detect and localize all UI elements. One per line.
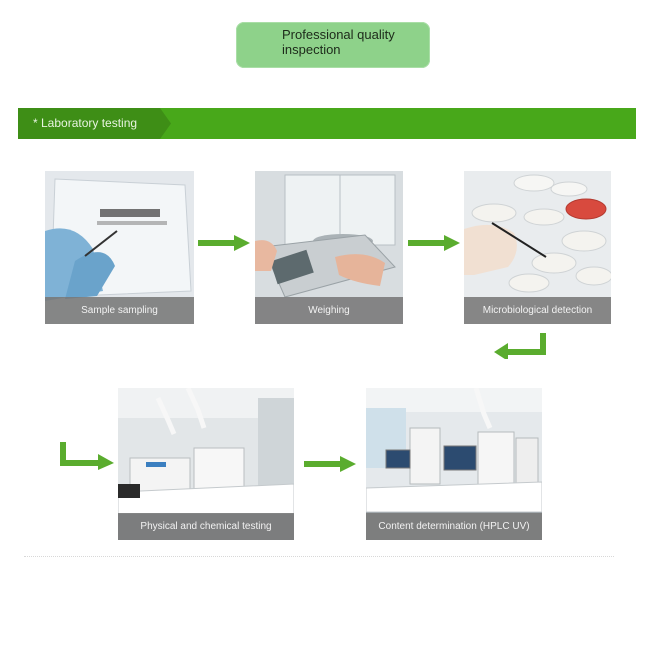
step-caption: Sample sampling	[45, 297, 194, 324]
step-caption: Weighing	[255, 297, 403, 324]
step-sample-sampling: Sample sampling	[45, 171, 194, 324]
arrow-right-icon	[408, 235, 460, 251]
section-banner-label: * Laboratory testing	[18, 108, 171, 139]
step-weighing: Weighing	[255, 171, 403, 324]
step-content-determination: Content determination (HPLC UV)	[366, 388, 542, 540]
divider	[24, 556, 614, 558]
arrow-right-icon	[304, 456, 356, 472]
step-physical-chemical-testing: Physical and chemical testing	[118, 388, 294, 540]
step-caption: Physical and chemical testing	[118, 513, 294, 540]
arrow-down-right-icon	[60, 442, 114, 470]
page-title-line1: Professional quality	[282, 27, 395, 42]
arrow-down-left-icon	[494, 333, 546, 359]
step-caption: Microbiological detection	[464, 297, 611, 324]
page-title: Professional quality inspection	[236, 22, 430, 68]
section-banner: * Laboratory testing	[18, 108, 636, 139]
arrow-right-icon	[198, 235, 250, 251]
page-title-line2: inspection	[282, 42, 341, 57]
step-microbiological-detection: Microbiological detection	[464, 171, 611, 324]
step-caption: Content determination (HPLC UV)	[366, 513, 542, 540]
